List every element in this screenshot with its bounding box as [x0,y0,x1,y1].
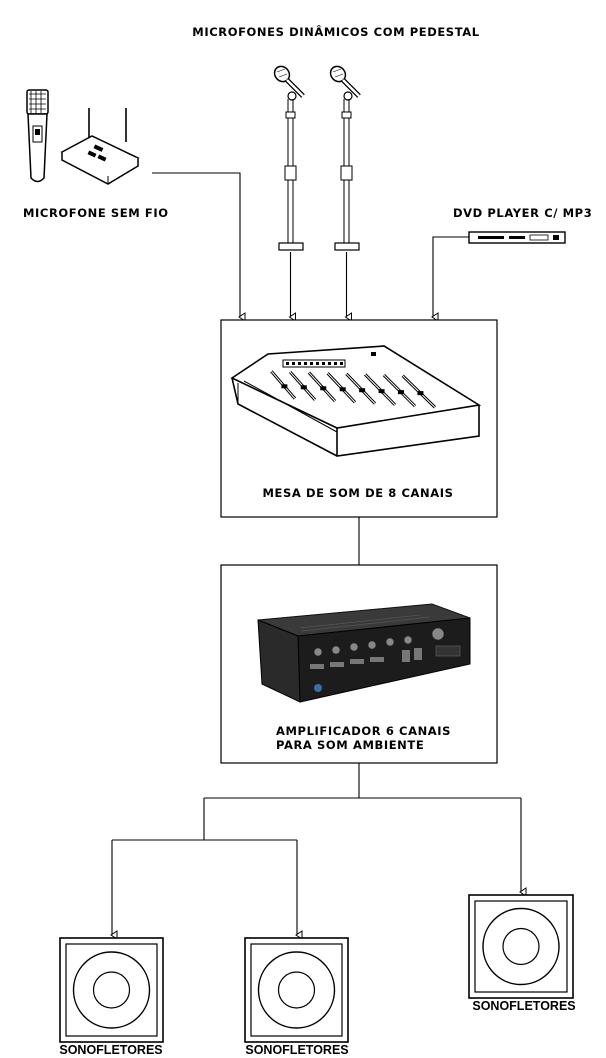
mixer-channel-strip [307,371,337,403]
wire-dvd-player [431,236,469,322]
mixer-channel-strip [364,373,397,406]
speaker-right-label: SONOFLETORES [472,999,575,1013]
mixer-channel-strip [401,374,437,409]
amplifier-label-line1: AMPLIFICADOR 6 CANAIS [276,724,451,738]
speaker-left-icon [59,937,164,1043]
speaker-middle-icon [244,937,349,1043]
speaker-middle-label: SONOFLETORES [245,1043,348,1057]
mixer-channel-strip [345,372,377,405]
wireless-mic-label: MICROFONE SEM FIO [23,206,169,220]
amplifier-label-line2: PARA SOM AMBIENTE [276,738,424,752]
mixer-label: MESA DE SOM DE 8 CANAIS [262,486,453,500]
dvd-player-label: DVD PLAYER C/ MP3 [453,206,592,220]
mixer-channel-strip [289,370,317,401]
dvd-player-icon [468,231,566,244]
dynamic-mic-stand-1-icon [273,65,305,251]
amplifier-icon [257,603,471,703]
dynamic-mics-label: MICROFONES DINÂMICOS COM PEDESTAL [192,24,479,39]
wire-wireless-mic [152,172,246,322]
wireless-mic-icon [26,89,140,185]
mixer-icon [230,345,482,457]
speaker-right-icon [468,894,574,999]
mixer-channel-strip [382,374,417,408]
dynamic-mic-stand-2-icon [329,65,361,251]
mixer-channel-strip [270,370,297,400]
mixer-channel-strip [326,372,357,404]
speaker-wiring [110,763,527,940]
speaker-left-label: SONOFLETORES [59,1043,162,1057]
